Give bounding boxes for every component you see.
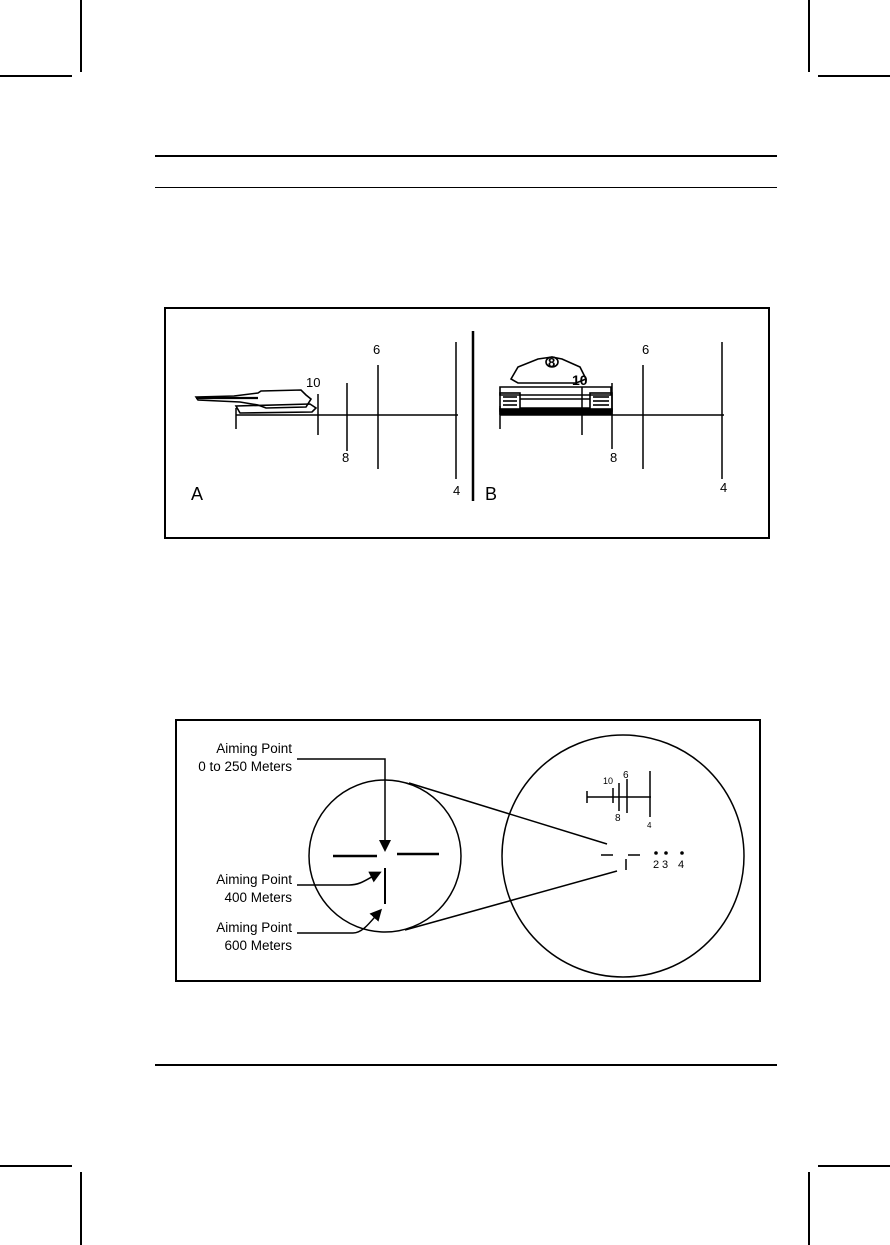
footer-rule: [155, 1064, 777, 1066]
panel-letter: A: [191, 484, 203, 504]
range-dot-label: 4: [678, 859, 684, 871]
range-label: 4: [647, 821, 652, 830]
range-label: 4: [453, 483, 460, 498]
range-label: 6: [623, 770, 629, 781]
range-label: 10: [572, 372, 588, 388]
aiming-point-label: 0 to 250 Meters: [198, 759, 292, 774]
magnified-aiming-reticle: 2 3 4: [601, 851, 684, 871]
panel-b: 8 10 6 8 4 B: [485, 342, 727, 504]
crop-mark: [80, 1172, 82, 1245]
crop-mark: [0, 75, 72, 77]
crop-mark: [818, 1165, 890, 1167]
crop-mark: [80, 0, 82, 72]
crop-mark: [818, 75, 890, 77]
aiming-point-drawing: Aiming Point 0 to 250 Meters Aiming Poin…: [198, 734, 745, 978]
aiming-point-label: Aiming Point: [216, 920, 292, 935]
aiming-point-label: Aiming Point: [216, 872, 292, 887]
header-rule-thick: [155, 155, 777, 157]
crop-mark: [0, 1165, 72, 1167]
aiming-point-figure: Aiming Point 0 to 250 Meters Aiming Poin…: [175, 719, 761, 982]
aiming-point-label: Aiming Point: [216, 741, 292, 756]
panel-a: 10 6 8 4 A: [191, 342, 460, 504]
range-label: 8: [548, 355, 555, 370]
range-label: 8: [615, 813, 621, 824]
reticle-range-figure: 10 6 8 4 A: [164, 307, 770, 539]
header-rule-thin: [155, 187, 777, 188]
range-label: 8: [610, 450, 617, 465]
magnified-stadia-reticle: 10 6 8 4: [586, 770, 652, 830]
magnified-reticle-circle: [501, 734, 745, 978]
range-label: 6: [642, 342, 649, 357]
crop-mark: [808, 0, 810, 72]
range-label: 4: [720, 480, 727, 495]
crop-mark: [808, 1172, 810, 1245]
panel-letter: B: [485, 484, 497, 504]
range-dot-label: 3: [662, 859, 668, 871]
aiming-point-label: 600 Meters: [224, 938, 292, 953]
range-label: 10: [306, 375, 320, 390]
range-label: 8: [342, 450, 349, 465]
reticle-range-drawing: 10 6 8 4 A: [191, 331, 727, 504]
range-label: 6: [373, 342, 380, 357]
tank-side-view-icon: [194, 389, 318, 414]
range-dot-label: 2: [653, 859, 659, 871]
aiming-point-label: 400 Meters: [224, 890, 292, 905]
range-label: 10: [603, 776, 613, 786]
tank-front-view-icon: [499, 356, 613, 415]
